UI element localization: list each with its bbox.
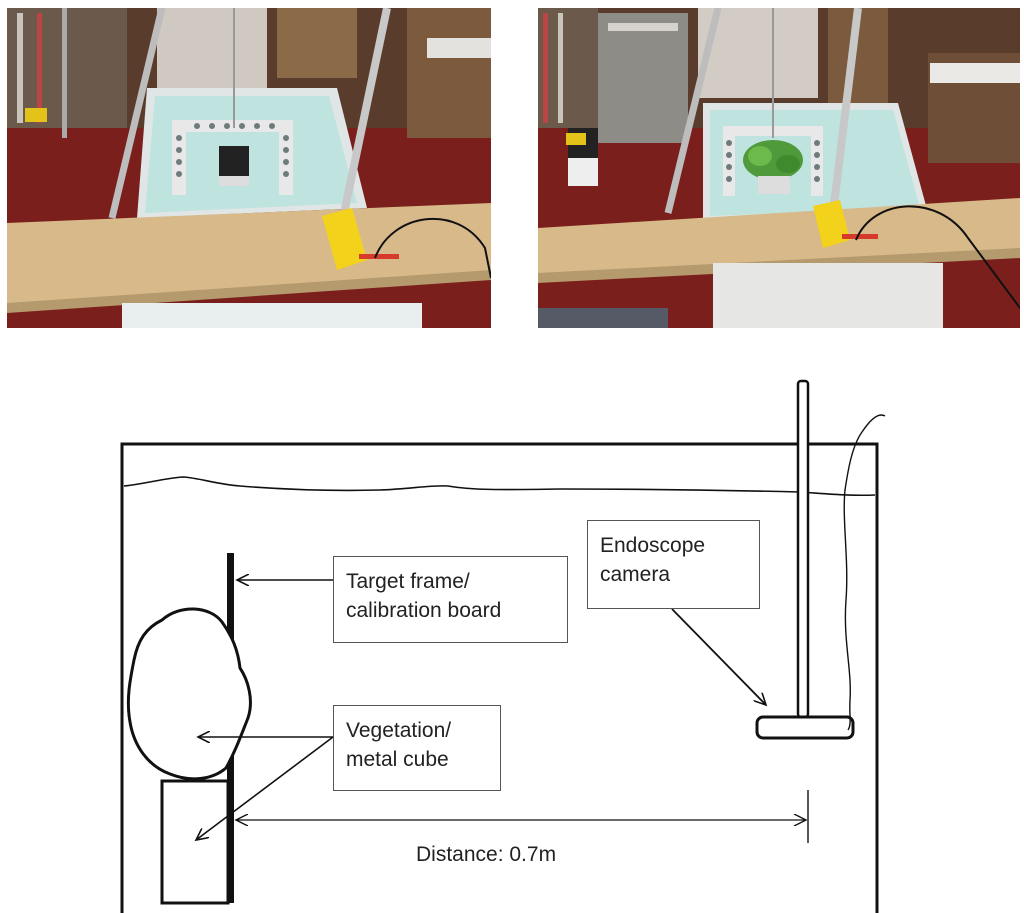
- distance-label: Distance: 0.7m: [416, 843, 557, 866]
- arrow-metal-cube: [196, 736, 334, 840]
- target-frame-board: [227, 553, 234, 903]
- vegetation-label-line2: metal cube: [346, 748, 449, 771]
- target-frame-label: Target frame/ calibration board: [333, 556, 568, 643]
- water-surface: [123, 476, 876, 497]
- target-frame-label-line2: calibration board: [346, 599, 502, 622]
- vegetation-cube-label: Vegetation/ metal cube: [333, 705, 501, 791]
- metal-cube-shape: [160, 779, 230, 905]
- endoscope-camera-shape: [755, 715, 855, 740]
- endoscope-label-line1: Endoscope: [600, 534, 706, 557]
- photo-vegetation-setup: [538, 8, 1020, 328]
- vegetation-label-line1: Vegetation/: [346, 719, 452, 742]
- camera-cable: [843, 414, 886, 731]
- camera-pole: [796, 379, 810, 719]
- target-frame-label-line1: Target frame/: [346, 570, 470, 593]
- endoscope-label-line2: camera: [600, 563, 671, 586]
- vegetation-shape: [126, 607, 252, 781]
- endoscope-camera-label: Endoscope camera: [587, 520, 760, 609]
- arrow-endoscope: [671, 608, 766, 705]
- photo-metal-cube-setup: [7, 8, 491, 328]
